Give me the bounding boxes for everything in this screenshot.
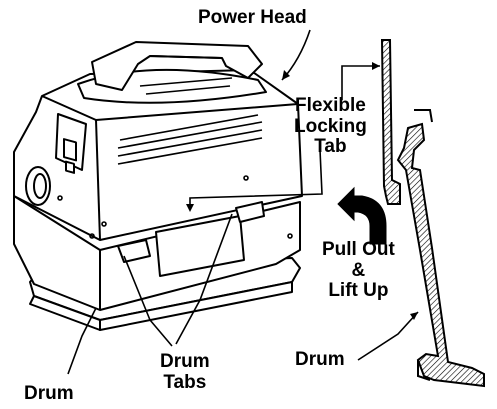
label-line: & (351, 259, 366, 281)
carry-handle[interactable] (91, 41, 263, 91)
label-line: Lift Up (328, 280, 389, 302)
label-power-head: Power Head (198, 7, 307, 28)
label-pull-out-lift-up: Pull Out & Lift Up (322, 239, 395, 302)
label-line: Flexible (295, 95, 366, 116)
power-switch-icon[interactable] (63, 138, 77, 162)
locking-tab-section (380, 39, 401, 205)
drum-rim-section (396, 122, 485, 388)
drum-tab-right[interactable] (235, 201, 265, 223)
label-line: Drum (160, 351, 210, 372)
label-line: Tabs (163, 371, 207, 393)
label-drum-left: Drum (24, 383, 74, 404)
label-drum-tabs: Drum Tabs (160, 351, 210, 394)
drum-tab-left[interactable] (117, 239, 151, 263)
label-drum-right: Drum (295, 349, 345, 370)
label-line: Tab (314, 136, 347, 158)
label-flexible-locking-tab: Flexible Locking Tab (294, 95, 367, 158)
curved-up-arrow-icon (337, 186, 387, 245)
label-line: Pull Out (322, 239, 395, 260)
label-line: Locking (294, 115, 367, 137)
